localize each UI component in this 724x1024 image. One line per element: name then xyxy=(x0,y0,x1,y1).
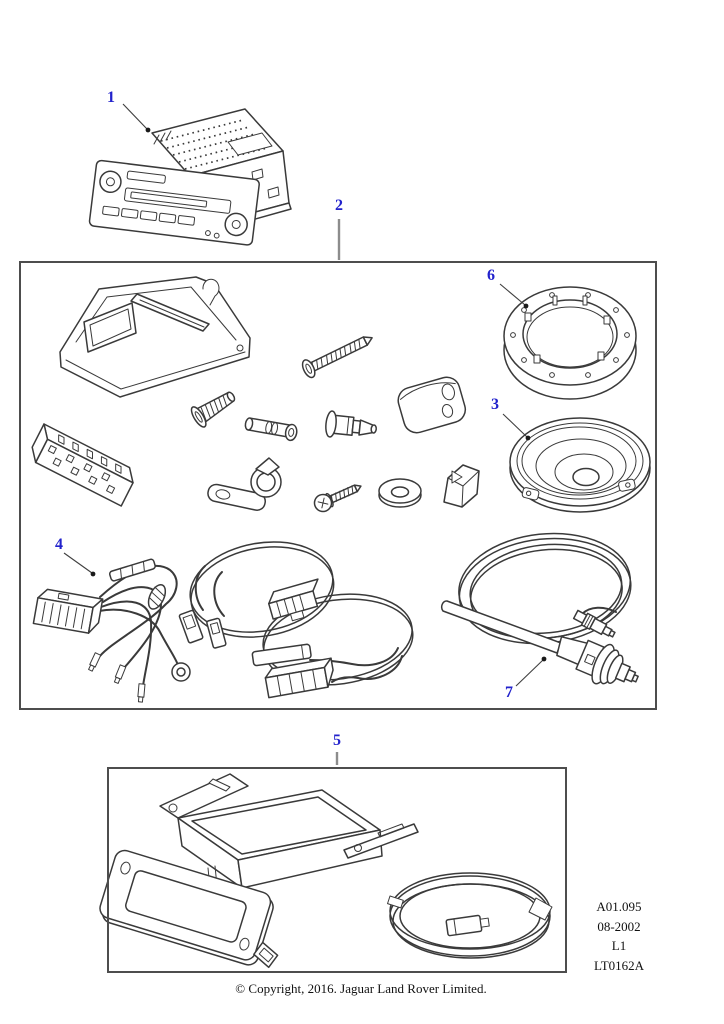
callout-4[interactable]: 4 xyxy=(55,536,63,553)
long-screw-illustration xyxy=(301,336,373,379)
wiring-harness-illustration xyxy=(32,558,191,703)
callout-5[interactable]: 5 xyxy=(333,732,341,749)
connector-block-illustration xyxy=(31,423,134,507)
callout-1[interactable]: 1 xyxy=(107,89,115,106)
callout-6[interactable]: 6 xyxy=(487,267,495,284)
copyright-note: © Copyright, 2016. Jaguar Land Rover Lim… xyxy=(235,981,487,996)
antenna-assembly-illustration xyxy=(440,532,639,685)
drawing-reference-block: A01.095 08-2002 L1 LT0162A xyxy=(569,897,669,975)
radio-bezel-illustration xyxy=(99,849,279,969)
radio-cage-illustration xyxy=(159,773,419,889)
callout-leader-lines xyxy=(63,103,547,765)
stud-plug-illustration xyxy=(325,410,377,438)
countersunk-screw-illustration xyxy=(190,391,236,428)
speaker-illustration xyxy=(509,417,651,513)
callout-2[interactable]: 2 xyxy=(335,197,343,214)
reference-id: LT0162A xyxy=(593,957,645,973)
kit-contents-frame xyxy=(19,261,657,710)
mounting-cowl-illustration xyxy=(59,276,251,398)
coiled-lead-illustration xyxy=(387,872,553,959)
fitting-kit-frame xyxy=(107,767,567,973)
speaker-mounting-ring-illustration xyxy=(503,286,637,400)
ferrite-block-illustration xyxy=(397,376,467,434)
radio-head-unit-illustration xyxy=(88,108,292,246)
pan-head-screw-illustration xyxy=(313,484,362,513)
p-clip-illustration xyxy=(207,457,282,511)
reference-code: A01.095 xyxy=(596,899,642,914)
rivet-pin-illustration xyxy=(244,417,298,442)
callout-3[interactable]: 3 xyxy=(491,396,499,413)
washer-illustration xyxy=(378,478,422,508)
spring-clip-illustration xyxy=(443,464,480,508)
reference-date: 08-2002 xyxy=(597,918,641,934)
callout-7[interactable]: 7 xyxy=(505,684,513,701)
reference-sheet: L1 xyxy=(611,938,627,953)
link-lead-illustration xyxy=(178,541,414,699)
